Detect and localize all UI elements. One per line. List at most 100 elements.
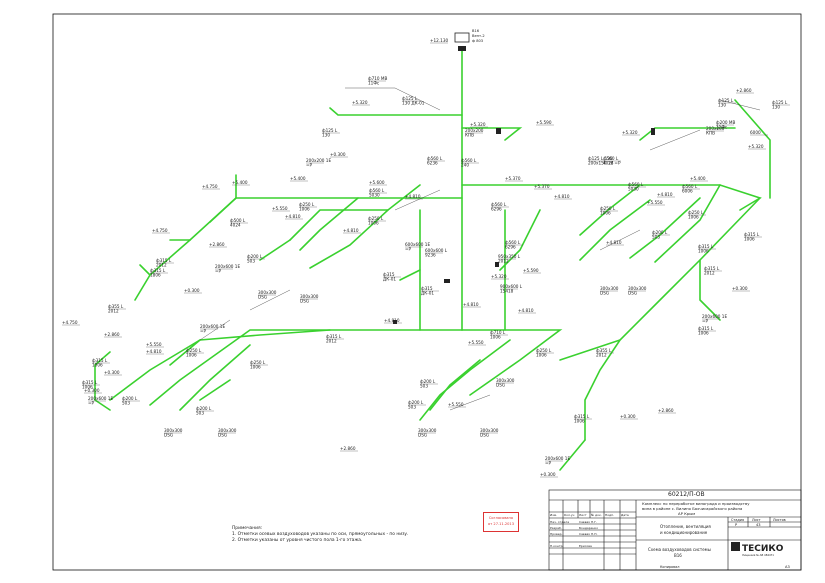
dimension-label: +0.300 [540,472,556,477]
company-sub: Лицензия № АВ 484471 [742,553,774,557]
dimension-label: +0.300 [104,370,120,375]
dimension-label: +0.300 [620,414,636,419]
unit-label-3: ф 803 [472,39,483,43]
dimension-label: +5.320 [748,144,764,149]
project-title-3: АР Крым [678,511,695,516]
dimension-label: +5.600 [369,180,385,185]
dimension-label: +5.400 [232,180,248,185]
project-title-2: вина в районе с. Вилино Бахчисарайского … [642,506,742,511]
sheet-frame [52,13,802,571]
dimension-label: +12.130 [430,38,448,43]
drawing-title-2: В16 [674,553,682,558]
unit-label-2: Вент-2 [472,34,485,38]
dimension-label: +2.860 [736,88,752,93]
sheet-no: 43 [756,523,761,527]
dimension-label: +5.320 [622,130,638,135]
dimension-label: 200x600 1Е=Р [545,456,570,466]
role-cell: Провер. [550,532,563,536]
dimension-label: +5.400 [290,176,306,181]
title-block [548,489,802,571]
project-title-1: Комплекс по переработке винограда и прои… [642,501,750,506]
dimension-label: +4.810 [518,308,534,313]
section-title-2: и кондиционирование [660,530,708,535]
dimension-label: +2.860 [209,242,225,247]
dimension-label: +4.810 [463,302,479,307]
dimension-label: 200x600 1Е=Р [200,324,225,334]
dimension-label: +4.750 [202,184,218,189]
leader-lines [199,87,761,411]
dimension-label: +4.810 [657,192,673,197]
stage-label: Стадия [731,518,744,522]
role-cell: Саввах Н.Г. [579,520,597,524]
dimension-label: +5.590 [523,268,539,273]
company-logo-mark [731,542,740,551]
dimension-label: +5.550 [146,342,162,347]
role-cell: Н.контр. [550,544,563,548]
drawing-title-1: Схема воздуховодов системы [648,547,711,552]
duct-network [94,47,771,471]
dimension-label: +4.750 [62,320,78,325]
dimension-label: 200x600 1Е=Р [88,396,113,406]
sheet-code: 60212/П-ОВ [668,491,705,498]
header-col: № док. [591,513,602,517]
notes-heading: Примечания: [232,526,263,531]
header-col: Кол.уч [564,513,575,517]
dimension-label: +5.400 [690,176,706,181]
role-cell: Нач. отдела [550,520,569,524]
section-title-1: Отопление, вентиляция [660,524,711,529]
sheets-label: Листов [773,518,786,522]
dimension-label: +4.810 [554,194,570,199]
dimension-label: +5.320 [352,100,368,105]
role-cell: Ерисова [579,544,592,548]
dimension-label: +4.810 [405,194,421,199]
sheet-size: А3 [785,565,790,569]
dimension-label: +0.300 [330,152,346,157]
dimension-label: +5.550 [468,340,484,345]
dimension-label: +5.370 [534,184,550,189]
dimension-label: +5.370 [505,176,521,181]
dimension-label: 200x600 1Е=Р [215,264,240,274]
dimension-label: +5.550 [647,200,663,205]
stamp-line-1: Согласовано [488,516,514,520]
dimension-label: +4.810 [384,318,400,323]
notes-line-1: 1. Отметки осевых воздуховодов указаны п… [232,532,409,537]
equipment-marks [393,32,655,324]
header-col: Лист [579,513,587,517]
